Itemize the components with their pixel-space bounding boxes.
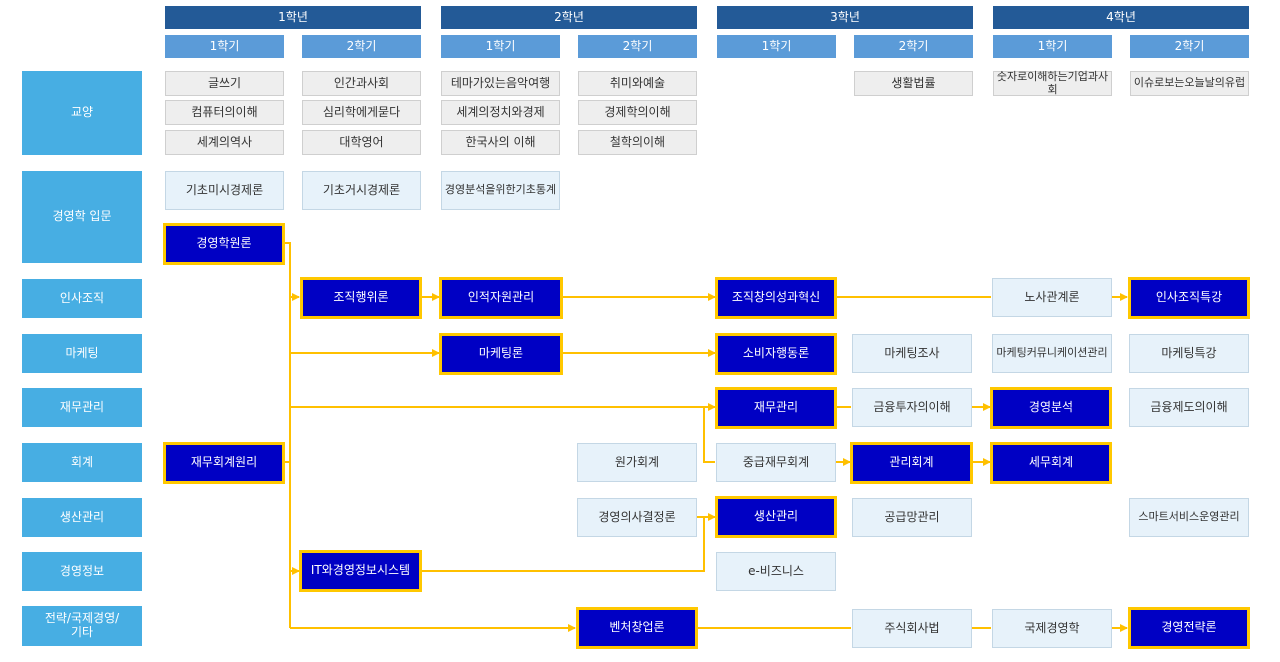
category-accounting: 회계: [22, 443, 142, 482]
core-course-financial-management[interactable]: 재무관리: [715, 387, 837, 429]
course-e-business[interactable]: e-비즈니스: [716, 552, 836, 591]
course-labor-relations[interactable]: 노사관계론: [992, 278, 1112, 317]
course-marketing-communication[interactable]: 마케팅커뮤니케이션관리: [992, 334, 1112, 373]
semester-header: 2학기: [1130, 35, 1249, 58]
core-course-marketing[interactable]: 마케팅론: [439, 333, 563, 375]
liberal-course[interactable]: 심리학에게묻다: [302, 100, 421, 125]
year-header-4: 4학년: [993, 6, 1249, 29]
liberal-course[interactable]: 숫자로이해하는기업과사회: [993, 70, 1112, 96]
liberal-course[interactable]: 이슈로보는오늘날의유럽: [1130, 71, 1249, 96]
liberal-course[interactable]: 테마가있는음악여행: [441, 71, 560, 96]
course-macro-economics[interactable]: 기초거시경제론: [302, 171, 421, 210]
year-header-1: 1학년: [165, 6, 421, 29]
liberal-course[interactable]: 취미와예술: [578, 71, 697, 96]
liberal-course[interactable]: 세계의정치와경제: [441, 100, 560, 125]
semester-header: 1학기: [993, 35, 1112, 58]
liberal-course[interactable]: 세계의역사: [165, 130, 284, 155]
core-course-consumer-behavior[interactable]: 소비자행동론: [715, 333, 837, 375]
semester-header: 2학기: [854, 35, 973, 58]
category-intro: 경영학 입문: [22, 171, 142, 263]
liberal-course[interactable]: 인간과사회: [302, 71, 421, 96]
liberal-course[interactable]: 컴퓨터의이해: [165, 100, 284, 125]
category-marketing: 마케팅: [22, 334, 142, 373]
core-course-creativity-innovation[interactable]: 조직창의성과혁신: [715, 277, 837, 319]
course-micro-economics[interactable]: 기초미시경제론: [165, 171, 284, 210]
core-course-financial-accounting[interactable]: 재무회계원리: [163, 442, 285, 484]
course-cost-accounting[interactable]: 원가회계: [577, 443, 697, 482]
core-course-strategy[interactable]: 경영전략론: [1128, 607, 1250, 649]
course-intermediate-accounting[interactable]: 중급재무회계: [716, 443, 836, 482]
year-header-3: 3학년: [717, 6, 973, 29]
core-course-venture[interactable]: 벤처창업론: [576, 607, 698, 649]
semester-header: 1학기: [165, 35, 284, 58]
core-course-production-management[interactable]: 생산관리: [715, 496, 837, 538]
course-marketing-special[interactable]: 마케팅특강: [1129, 334, 1249, 373]
liberal-course[interactable]: 대학영어: [302, 130, 421, 155]
category-strategy-line2: 기타: [70, 625, 94, 639]
liberal-course[interactable]: 경제학의이해: [578, 100, 697, 125]
course-basic-statistics[interactable]: 경영분석을위한기초통계: [441, 171, 560, 210]
core-course-hrm[interactable]: 인적자원관리: [439, 277, 563, 319]
category-strategy: 전략/국제경영/ 기타: [22, 606, 142, 646]
category-mis: 경영정보: [22, 552, 142, 591]
liberal-course[interactable]: 한국사의 이해: [441, 130, 560, 155]
core-course-tax-accounting[interactable]: 세무회계: [990, 442, 1112, 484]
course-smart-service[interactable]: 스마트서비스운영관리: [1129, 498, 1249, 537]
category-hr: 인사조직: [22, 279, 142, 318]
semester-header: 1학기: [441, 35, 560, 58]
core-course-principles-of-management[interactable]: 경영학원론: [163, 223, 285, 265]
course-financial-system[interactable]: 금융제도의이해: [1129, 388, 1249, 427]
course-supply-chain[interactable]: 공급망관리: [852, 498, 972, 537]
liberal-course[interactable]: 생활법률: [854, 71, 973, 96]
course-international-business[interactable]: 국제경영학: [992, 609, 1112, 648]
core-course-it-mis[interactable]: IT와경영정보시스템: [299, 550, 422, 592]
core-course-hr-special-topics[interactable]: 인사조직특강: [1128, 277, 1250, 319]
course-decision-making[interactable]: 경영의사결정론: [577, 498, 697, 537]
year-header-2: 2학년: [441, 6, 697, 29]
course-corporate-law[interactable]: 주식회사법: [852, 609, 972, 648]
core-course-business-analysis[interactable]: 경영분석: [990, 387, 1112, 429]
category-production: 생산관리: [22, 498, 142, 537]
semester-header: 1학기: [717, 35, 836, 58]
core-course-organizational-behavior[interactable]: 조직행위론: [300, 277, 422, 319]
course-investment[interactable]: 금융투자의이해: [852, 388, 972, 427]
semester-header: 2학기: [302, 35, 421, 58]
core-course-managerial-accounting[interactable]: 관리회계: [850, 442, 973, 484]
course-marketing-research[interactable]: 마케팅조사: [852, 334, 972, 373]
category-strategy-line1: 전략/국제경영/: [44, 611, 120, 626]
semester-header: 2학기: [578, 35, 697, 58]
category-finance: 재무관리: [22, 388, 142, 427]
category-liberal-arts: 교양: [22, 71, 142, 155]
liberal-course[interactable]: 글쓰기: [165, 71, 284, 96]
liberal-course[interactable]: 철학의이해: [578, 130, 697, 155]
